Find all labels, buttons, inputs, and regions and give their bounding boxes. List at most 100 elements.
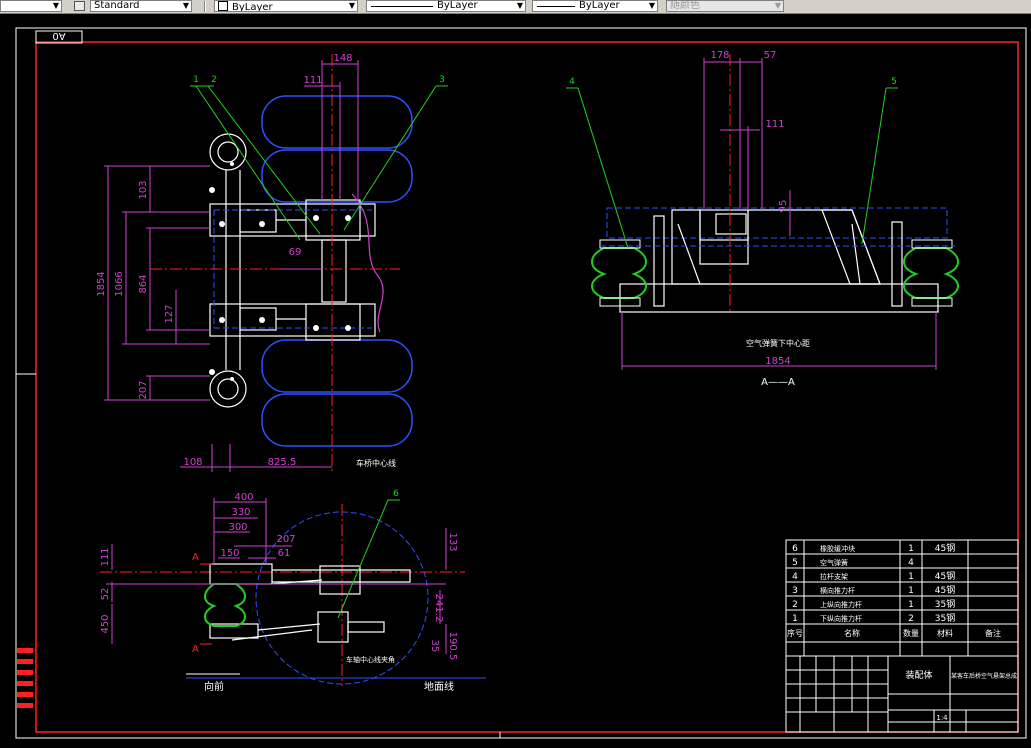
dim-400: 400 bbox=[234, 492, 253, 503]
dim-111-side: 111 bbox=[100, 547, 111, 566]
dim-133: 133 bbox=[447, 532, 458, 551]
dim-1854-right: 1854 bbox=[765, 356, 790, 367]
linetype-dropdown[interactable]: ByLayer ▼ bbox=[366, 0, 526, 12]
side-leader bbox=[337, 499, 400, 619]
section-dim-texts: 178 57 111 95 1854 bbox=[710, 50, 790, 367]
tires bbox=[261, 95, 413, 447]
section-view-aa: 178 57 111 95 1854 空气弹簧下中心距 A——A 4 5 bbox=[566, 50, 959, 388]
lineweight-preview bbox=[537, 6, 575, 7]
svg-text:4: 4 bbox=[792, 572, 798, 582]
balloon-labels: 1 2 3 bbox=[193, 75, 445, 85]
previous-dropdown[interactable]: ▼ bbox=[0, 0, 62, 12]
dim-111: 111 bbox=[303, 75, 322, 86]
frame bbox=[209, 170, 376, 370]
view-label: A——A bbox=[761, 377, 795, 388]
air-spring-bellows bbox=[591, 247, 959, 299]
dim-300: 300 bbox=[228, 522, 247, 533]
dim-150: 150 bbox=[220, 548, 239, 559]
dim-61: 61 bbox=[278, 548, 291, 559]
dim-1066: 1066 bbox=[114, 271, 125, 296]
dim-241-2: 241.2 bbox=[433, 594, 444, 623]
balloon-6: 6 bbox=[393, 489, 399, 499]
ground-label: 地面线 bbox=[424, 680, 454, 693]
dim-1854: 1854 bbox=[96, 271, 107, 296]
section-markers: A A bbox=[192, 552, 199, 655]
svg-text:3: 3 bbox=[792, 586, 798, 596]
drawing-canvas[interactable]: A0 bbox=[0, 14, 1031, 744]
chevron-down-icon: ▼ bbox=[516, 1, 523, 10]
wheel-outline bbox=[255, 511, 429, 685]
svg-text:横向推力杆: 横向推力杆 bbox=[820, 586, 855, 595]
dim-207: 207 bbox=[138, 380, 149, 399]
dim-178: 178 bbox=[710, 50, 729, 61]
svg-text:1: 1 bbox=[908, 600, 914, 610]
bom-grid bbox=[785, 539, 1019, 733]
side-dim-texts: 400 330 300 207 150 61 111 52 450 133 24… bbox=[100, 492, 458, 660]
svg-text:5: 5 bbox=[792, 558, 798, 568]
svg-text:拉杆支架: 拉杆支架 bbox=[820, 572, 848, 581]
dim-57: 57 bbox=[764, 50, 777, 61]
wheel-profile bbox=[351, 193, 384, 333]
header-material: 材料 bbox=[937, 628, 953, 638]
dim-207-side: 207 bbox=[276, 534, 295, 545]
text-style-value: Standard bbox=[94, 0, 140, 11]
margin-ticks bbox=[16, 373, 501, 738]
axle-hidden bbox=[606, 207, 948, 239]
text-style-icon[interactable] bbox=[74, 1, 85, 11]
color-swatch-icon bbox=[218, 1, 228, 11]
text-style-dropdown[interactable]: Standard ▼ bbox=[90, 0, 192, 12]
drawing-title: 某客车后桥空气悬架总成 bbox=[951, 672, 1017, 680]
svg-text:下纵向推力杆: 下纵向推力杆 bbox=[820, 614, 862, 623]
plot-style-dropdown[interactable]: 随颜色▼ bbox=[666, 0, 784, 12]
linetype-value: ByLayer bbox=[437, 0, 478, 11]
dim-864: 864 bbox=[138, 274, 149, 293]
side-bellows bbox=[204, 583, 246, 627]
balloon-5: 5 bbox=[891, 77, 897, 87]
dim-190-5: 190.5 bbox=[447, 632, 458, 661]
svg-text:橡胶缓冲块: 橡胶缓冲块 bbox=[820, 544, 855, 553]
chevron-down-icon: ▼ bbox=[774, 1, 781, 10]
lineweight-dropdown[interactable]: ByLayer▼ bbox=[532, 0, 658, 12]
bolts bbox=[209, 162, 351, 381]
plan-view: 148 111 103 1854 1066 864 127 69 207 108… bbox=[96, 53, 448, 474]
left-margin-marks bbox=[17, 648, 33, 708]
sheet-code-box bbox=[35, 30, 83, 44]
chevron-down-icon: ▼ bbox=[348, 1, 355, 10]
color-value: ByLayer bbox=[232, 2, 273, 12]
svg-text:35钢: 35钢 bbox=[935, 612, 955, 624]
section-marker-top: A bbox=[192, 552, 199, 563]
balloon-4: 4 bbox=[569, 77, 575, 87]
section-balloons: 4 5 bbox=[569, 77, 897, 87]
sheet-code: A0 bbox=[52, 30, 65, 41]
dim-127: 127 bbox=[164, 304, 175, 323]
svg-text:1: 1 bbox=[908, 586, 914, 596]
dim-450: 450 bbox=[100, 614, 111, 633]
chevron-down-icon: ▼ bbox=[182, 1, 189, 10]
spring-plates bbox=[599, 239, 953, 307]
dim-52: 52 bbox=[100, 588, 111, 601]
bom-header: 序号 名称 数量 材料 备注 bbox=[787, 628, 1001, 638]
dimension-lines bbox=[104, 60, 359, 472]
section-body bbox=[619, 209, 939, 313]
dim-103: 103 bbox=[138, 180, 149, 199]
dim-111-right: 111 bbox=[765, 119, 784, 130]
properties-toolbar: ▼ Standard▼ ByLayer▼ ByLayer▼ ByLayer▼ 随… bbox=[0, 0, 1031, 14]
outer-border bbox=[15, 27, 1027, 739]
air-spring-plan bbox=[209, 133, 247, 408]
svg-text:2: 2 bbox=[908, 614, 914, 624]
side-dimensions bbox=[106, 498, 447, 654]
assembly-label: 装配体 bbox=[905, 669, 932, 681]
dim-35: 35 bbox=[429, 640, 440, 653]
vehicle-center-label: 车桥中心线 bbox=[356, 458, 396, 468]
chevron-down-icon: ▼ bbox=[648, 1, 655, 10]
cad-drawing: A0 bbox=[15, 27, 1027, 739]
header-qty: 数量 bbox=[903, 628, 919, 638]
dim-108: 108 bbox=[183, 457, 202, 468]
layer-color-dropdown[interactable]: ByLayer ▼ bbox=[214, 0, 358, 12]
